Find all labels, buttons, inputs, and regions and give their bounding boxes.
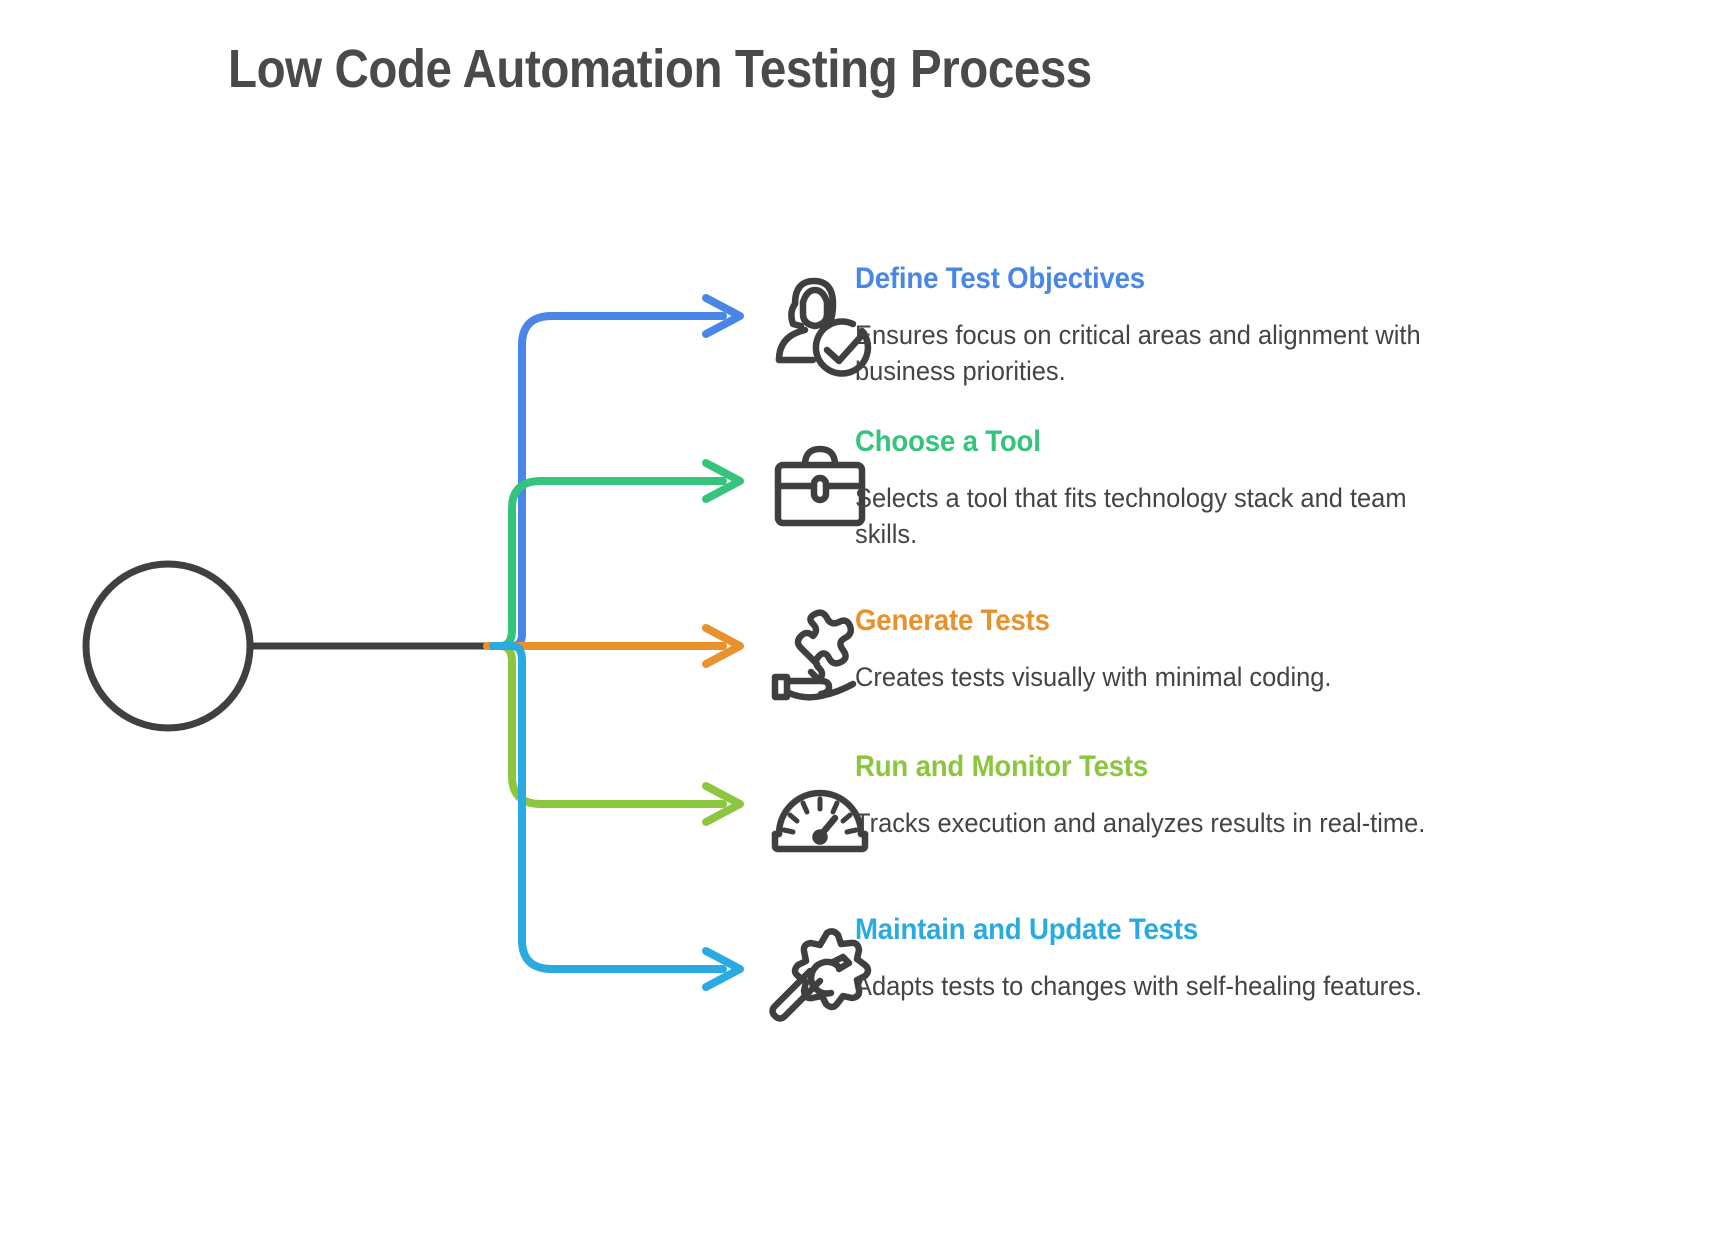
branch-description: Creates tests visually with minimal codi… xyxy=(855,662,1332,692)
branch-heading: Generate Tests xyxy=(855,604,1050,637)
branch-item-maintain-and-update-tests[interactable]: Maintain and Update Tests Adapts tests t… xyxy=(769,913,1495,1022)
branch-description: Selects a tool that fits technology stac… xyxy=(855,483,1407,550)
branch-description: Tracks execution and analyzes results in… xyxy=(855,808,1426,838)
arrowhead-branch-1 xyxy=(702,294,744,338)
branch-item-define-test-objectives[interactable]: Define Test Objectives Ensures focus on … xyxy=(775,262,1495,389)
branch-heading: Maintain and Update Tests xyxy=(855,913,1199,946)
hand-puzzle-icon xyxy=(771,609,857,701)
briefcase-icon xyxy=(774,445,866,527)
arrowhead-branch-5 xyxy=(702,947,744,991)
arrowhead-branch-3 xyxy=(702,624,744,668)
branch-item-generate-tests[interactable]: Generate Tests Creates tests visually wi… xyxy=(771,604,1495,701)
gauge-icon xyxy=(771,789,869,853)
branch-heading: Define Test Objectives xyxy=(855,262,1145,295)
branch-item-run-and-monitor-tests[interactable]: Run and Monitor Tests Tracks execution a… xyxy=(771,750,1495,853)
gear-wrench-icon xyxy=(769,928,872,1022)
branch-description: Ensures focus on critical areas and alig… xyxy=(855,320,1421,387)
connector-branch-5 xyxy=(489,642,727,973)
page-title: Low Code Automation Testing Process xyxy=(228,39,1092,99)
branch-description: Adapts tests to changes with self-healin… xyxy=(855,971,1423,1001)
arrowhead-branch-2 xyxy=(702,459,744,503)
person-check-icon xyxy=(775,277,872,377)
branch-heading: Run and Monitor Tests xyxy=(855,750,1149,783)
branch-item-choose-a-tool[interactable]: Choose a Tool Selects a tool that fits t… xyxy=(774,425,1495,552)
arrowhead-branch-4 xyxy=(702,782,744,826)
branch-heading: Choose a Tool xyxy=(855,425,1041,458)
